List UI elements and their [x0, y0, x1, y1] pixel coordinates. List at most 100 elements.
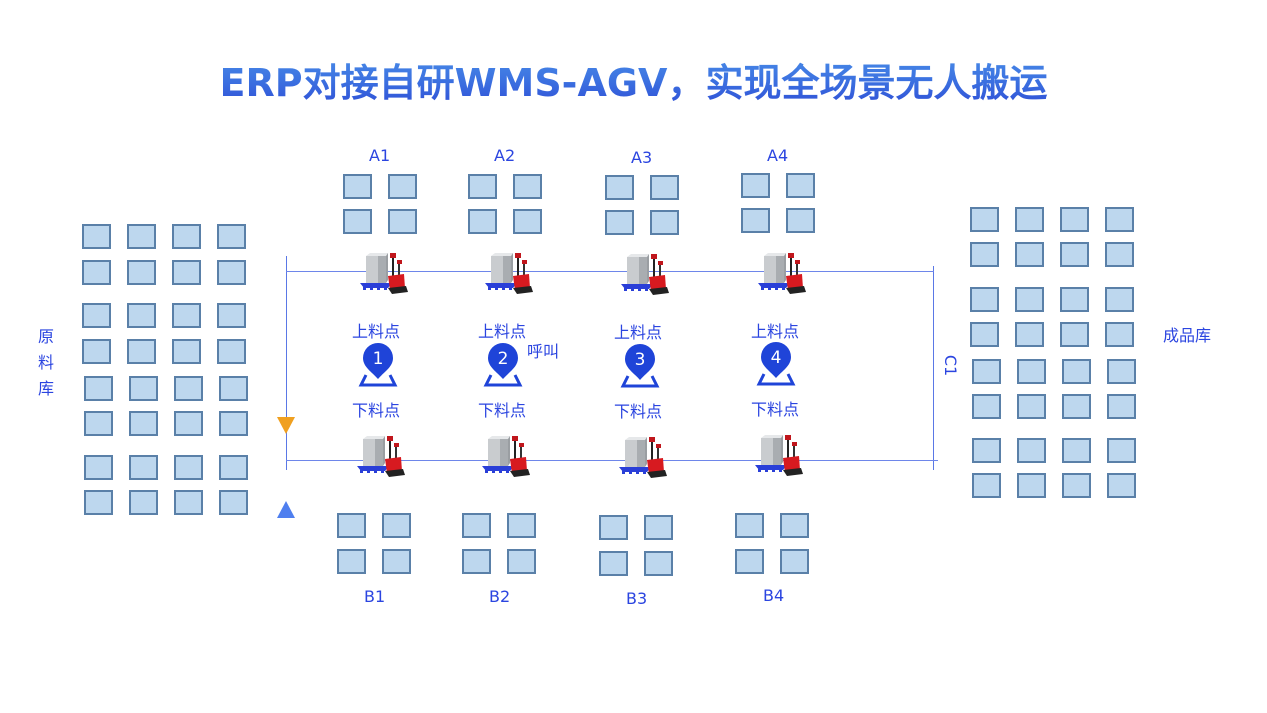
station-a3-label: A3 [631, 148, 653, 167]
station-b2-slot [507, 549, 536, 574]
location-pin-icon[interactable]: 1 [358, 343, 402, 389]
raw-storage-slot [219, 411, 248, 436]
point-number: 1 [373, 349, 384, 369]
agv-pallet-truck-icon [485, 253, 533, 294]
station-a4-label: A4 [767, 146, 789, 165]
finished-warehouse-label: 成品库 [1163, 326, 1212, 345]
raw-storage-slot [174, 411, 203, 436]
raw-storage-slot [129, 376, 158, 401]
station-a1-label: A1 [369, 146, 391, 165]
raw-warehouse-label: 原 料 库 [36, 324, 56, 402]
track-bottom-horizontal [286, 460, 938, 461]
agv-pallet-truck-icon [360, 253, 408, 294]
finished-storage-slot [1017, 473, 1046, 498]
finished-storage-slot [1060, 322, 1089, 347]
finished-storage-slot [1062, 473, 1091, 498]
finished-storage-slot [970, 242, 999, 267]
station-a3-slot [605, 175, 634, 200]
raw-storage-slot [217, 224, 246, 249]
finished-storage-slot [1015, 322, 1044, 347]
finished-storage-slot [1060, 287, 1089, 312]
finished-storage-slot [1107, 359, 1136, 384]
point-2-call-label[interactable]: 呼叫 [527, 342, 560, 361]
station-b2-label: B2 [489, 587, 511, 606]
raw-storage-slot [84, 376, 113, 401]
point-number: 4 [771, 348, 782, 368]
station-b4-slot [780, 549, 809, 574]
raw-warehouse-label-char: 原 [37, 327, 54, 346]
station-a4-slot [786, 173, 815, 198]
station-a3-slot [650, 175, 679, 200]
station-c1-label: C1 [941, 354, 961, 377]
station-b1-slot [337, 513, 366, 538]
raw-storage-slot [172, 224, 201, 249]
station-b3-slot [599, 551, 628, 576]
raw-storage-slot [174, 490, 203, 515]
station-a4-slot [741, 173, 770, 198]
location-pin-icon[interactable]: 3 [620, 344, 664, 390]
agv-pallet-truck-icon [619, 437, 667, 478]
point-2-lower-label: 下料点 [478, 401, 527, 420]
finished-storage-slot [970, 322, 999, 347]
station-b4-label: B4 [763, 586, 785, 605]
station-a4-slot [786, 208, 815, 233]
location-pin-icon[interactable]: 2 [483, 343, 527, 389]
point-3-upper-label: 上料点 [614, 323, 663, 342]
station-a3-slot [605, 210, 634, 235]
up-arrow-icon [277, 501, 295, 518]
point-1-upper-label: 上料点 [352, 322, 401, 341]
finished-storage-slot [1105, 242, 1134, 267]
track-right-vertical [933, 266, 934, 470]
station-b3-slot [644, 515, 673, 540]
finished-storage-slot [1062, 438, 1091, 463]
finished-storage-slot [1060, 207, 1089, 232]
raw-storage-slot [84, 490, 113, 515]
raw-storage-slot [219, 455, 248, 480]
station-a4-slot [741, 208, 770, 233]
station-b3-slot [599, 515, 628, 540]
raw-storage-slot [84, 411, 113, 436]
raw-storage-slot [82, 303, 111, 328]
station-b1-slot [337, 549, 366, 574]
raw-warehouse-label-char: 料 [37, 353, 54, 372]
finished-storage-slot [1107, 394, 1136, 419]
point-1-lower-label: 下料点 [352, 401, 401, 420]
finished-storage-slot [1105, 322, 1134, 347]
point-number: 2 [498, 349, 509, 369]
location-pin-icon[interactable]: 4 [756, 342, 800, 388]
finished-storage-slot [970, 287, 999, 312]
raw-storage-slot [129, 411, 158, 436]
station-b4-slot [735, 513, 764, 538]
track-top-horizontal [286, 271, 934, 272]
raw-storage-slot [217, 260, 246, 285]
station-a1-slot [343, 209, 372, 234]
finished-storage-slot [1105, 207, 1134, 232]
raw-storage-slot [127, 260, 156, 285]
raw-storage-slot [129, 455, 158, 480]
raw-storage-slot [172, 303, 201, 328]
finished-storage-slot [1107, 473, 1136, 498]
station-b1-label: B1 [364, 587, 386, 606]
station-b2-slot [462, 549, 491, 574]
track-left-vertical [286, 256, 287, 470]
raw-storage-slot [84, 455, 113, 480]
station-b1-slot [382, 549, 411, 574]
page-title: ERP对接自研WMS-AGV，实现全场景无人搬运 [0, 52, 1267, 107]
station-a2-slot [468, 174, 497, 199]
station-b2-slot [507, 513, 536, 538]
raw-storage-slot [127, 339, 156, 364]
point-4-upper-label: 上料点 [751, 322, 800, 341]
finished-storage-slot [972, 438, 1001, 463]
raw-storage-slot [217, 339, 246, 364]
finished-storage-slot [1105, 287, 1134, 312]
station-a1-slot [388, 209, 417, 234]
raw-storage-slot [219, 376, 248, 401]
point-4-lower-label: 下料点 [751, 400, 800, 419]
finished-storage-slot [1015, 287, 1044, 312]
finished-storage-slot [972, 394, 1001, 419]
point-2-upper-label: 上料点 [478, 322, 527, 341]
raw-storage-slot [174, 376, 203, 401]
finished-storage-slot [970, 207, 999, 232]
down-arrow-icon [277, 417, 295, 434]
raw-storage-slot [82, 339, 111, 364]
